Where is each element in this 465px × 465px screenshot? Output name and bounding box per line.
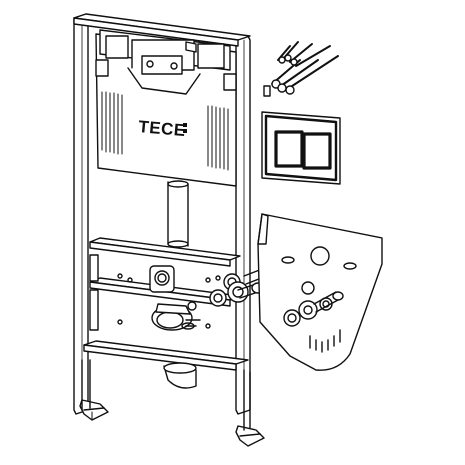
frame-holes (117, 273, 221, 329)
fixing-bolts (263, 41, 339, 97)
flush-plate (261, 111, 341, 185)
cistern: TECE (95, 29, 237, 187)
tece-logo: TECE (138, 117, 187, 140)
right-foot (235, 425, 265, 447)
cistern-ribs (101, 91, 229, 171)
flush-button-large (274, 130, 304, 168)
right-rail (235, 35, 251, 415)
sound-insulation-pad (257, 213, 383, 371)
wc-connection (149, 265, 201, 331)
flush-pipe (167, 180, 189, 248)
installation-frame (73, 13, 265, 447)
drain-bend (163, 362, 197, 389)
flush-button-small (302, 132, 332, 170)
left-rail (73, 13, 89, 415)
